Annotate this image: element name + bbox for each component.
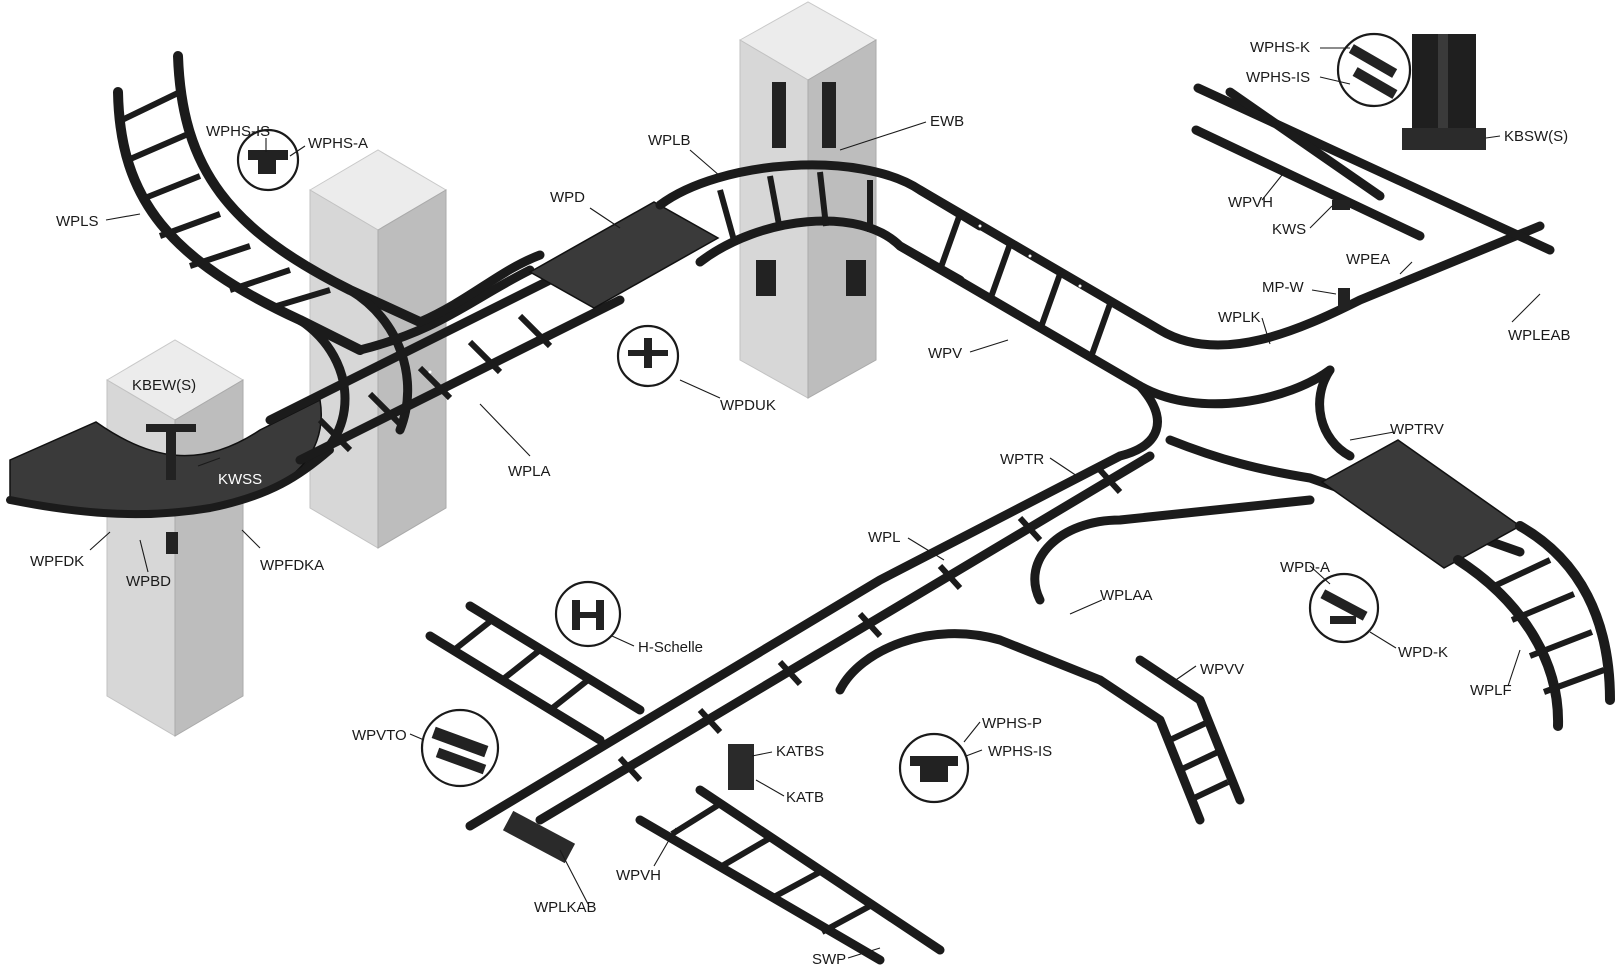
label-kbew-s: KBEW(S) — [132, 377, 196, 394]
connector-parts — [146, 82, 1350, 790]
label-wptrv: WPTRV — [1390, 421, 1444, 438]
detail-wpduk — [616, 324, 680, 388]
label-wpvto: WPVTO — [352, 727, 407, 744]
detail-wphs-top — [1336, 32, 1412, 108]
label-wpd: WPD — [550, 189, 585, 206]
label-kws: KWS — [1272, 221, 1306, 238]
label-wplf: WPLF — [1470, 682, 1512, 699]
label-wpd-a: WPD-A — [1280, 559, 1330, 576]
label-wphs-p: WPHS-P — [982, 715, 1042, 732]
label-swp: SWP — [812, 951, 846, 968]
label-wplaa: WPLAA — [1100, 587, 1153, 604]
label-wpfdk: WPFDK — [30, 553, 84, 570]
detail-wphs-bottom — [898, 732, 970, 804]
label-wpea: WPEA — [1346, 251, 1390, 268]
label-wptr: WPTR — [1000, 451, 1044, 468]
label-wphs-is-bottom: WPHS-IS — [988, 743, 1052, 760]
label-kwss: KWSS — [218, 471, 262, 488]
label-katb: KATB — [786, 789, 824, 806]
detail-wpvto — [420, 708, 500, 788]
leader-lines — [89, 47, 1541, 959]
detail-h-schelle — [554, 580, 622, 648]
label-wpvv: WPVV — [1200, 661, 1244, 678]
part-labels: WPHS-K WPHS-IS KBSW(S) WPHS-IS WPHS-A WP… — [30, 39, 1571, 968]
label-wpls: WPLS — [56, 213, 99, 230]
label-wpl: WPL — [868, 529, 901, 546]
label-wpbd: WPBD — [126, 573, 171, 590]
label-wpvh-top: WPVH — [1228, 194, 1273, 211]
label-wpv: WPV — [928, 345, 962, 362]
label-wplk: WPLK — [1218, 309, 1261, 326]
label-katbs: KATBS — [776, 743, 824, 760]
label-wplb: WPLB — [648, 132, 691, 149]
label-wphs-is-top: WPHS-IS — [1246, 69, 1310, 86]
label-wpleab: WPLEAB — [1508, 327, 1571, 344]
label-wphs-a: WPHS-A — [308, 135, 368, 152]
label-wpvh-bottom: WPVH — [616, 867, 661, 884]
label-wpduk: WPDUK — [720, 397, 776, 414]
label-kbsw-s: KBSW(S) — [1504, 128, 1568, 145]
detail-wphs-left — [236, 128, 300, 192]
label-mp-w: MP-W — [1262, 279, 1304, 296]
pillar-center — [738, 1, 878, 399]
label-wpfdka: WPFDKA — [260, 557, 324, 574]
detail-wpd — [1308, 572, 1380, 644]
label-wplkab: WPLKAB — [534, 899, 597, 916]
label-ewb: EWB — [930, 113, 964, 130]
label-wpla: WPLA — [508, 463, 551, 480]
label-wpd-k: WPD-K — [1398, 644, 1448, 661]
label-wphs-k: WPHS-K — [1250, 39, 1310, 56]
steel-column-top-right — [1402, 34, 1486, 150]
label-wphs-is-left: WPHS-IS — [206, 123, 270, 140]
label-h-schelle: H-Schelle — [638, 639, 703, 656]
